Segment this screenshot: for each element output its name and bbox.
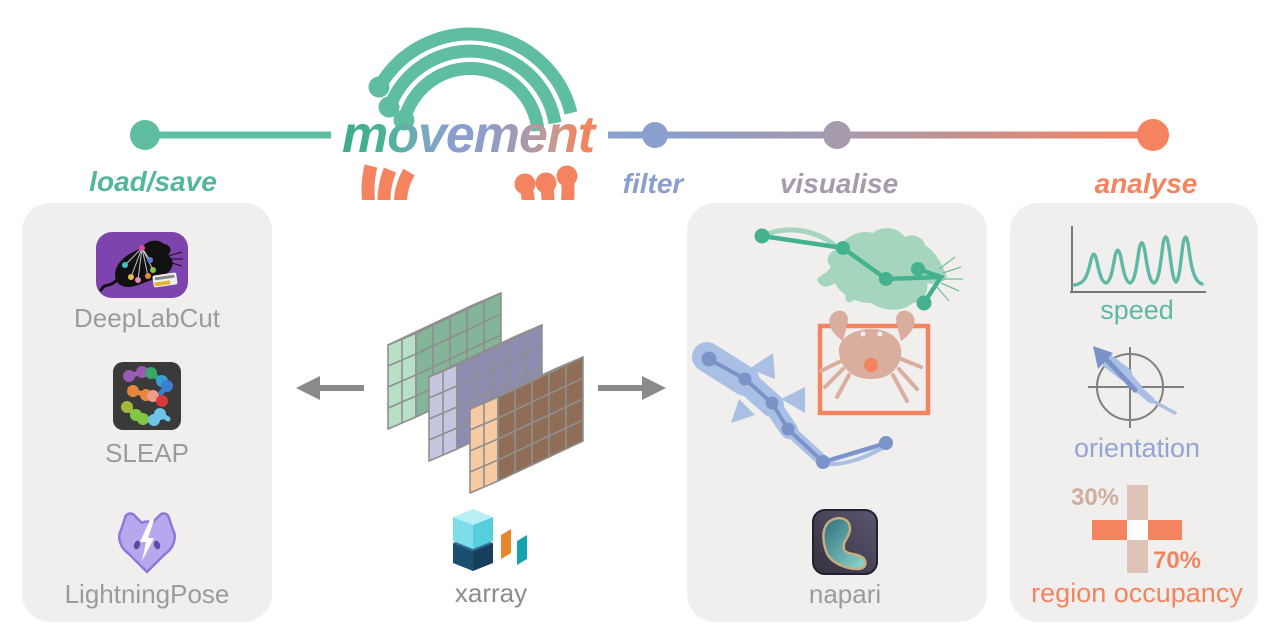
orientation-label: orientation [1073, 433, 1201, 463]
stage-label-visualise: visualise [779, 168, 899, 199]
logo-arcs-top-dots [368, 76, 415, 131]
mouse-pose-illustration [754, 227, 963, 311]
napari-icon [812, 509, 878, 575]
cube-slab-orange [469, 356, 584, 494]
deeplabcut-icon [96, 232, 188, 298]
node-filter [642, 122, 668, 148]
logo-arcs-top [374, 27, 578, 132]
sleap-icon [113, 362, 181, 430]
region-occupancy-label: region occupancy [1031, 578, 1243, 608]
deeplabcut-label: DeepLabCut [74, 303, 220, 333]
stage-label-analyse: analyse [1094, 168, 1198, 199]
sleap-label: SLEAP [105, 438, 189, 468]
node-analyse [1137, 119, 1169, 151]
lightningpose-label: LightningPose [64, 579, 230, 609]
laptop-glyph [152, 272, 178, 288]
xarray-cubes [296, 292, 666, 494]
crab-bbox-illustration [817, 310, 931, 416]
stage-label-filter: filter [622, 168, 684, 199]
visualise-illustrations [692, 227, 963, 469]
crab-centroid-dot [864, 358, 878, 372]
pipeline-header: movement [130, 27, 1169, 200]
node-visualise [823, 121, 851, 149]
orientation-icon [1088, 346, 1184, 428]
xarray-label: xarray [454, 578, 528, 608]
lightningpose-icon [118, 512, 176, 574]
stage-label-load-save: load/save [89, 166, 217, 197]
speed-plot-icon [1070, 226, 1206, 293]
occupancy-bottom-value: 70% [1152, 547, 1202, 574]
shark-pose-illustration [692, 342, 893, 469]
orientation-arrowhead [1093, 346, 1113, 369]
speed-label: speed [1100, 295, 1174, 325]
logo-arcs-bottom-dots [514, 165, 578, 195]
logo-wordmark: movement [342, 106, 598, 164]
xarray-logo-icon [453, 509, 527, 571]
napari-label: napari [808, 579, 882, 609]
arrow-right-icon [598, 376, 666, 400]
node-load-save [130, 120, 160, 150]
occupancy-top-value: 30% [1070, 484, 1120, 511]
lightning-bolt-glyph [140, 520, 154, 561]
arrow-left-icon [296, 376, 364, 400]
